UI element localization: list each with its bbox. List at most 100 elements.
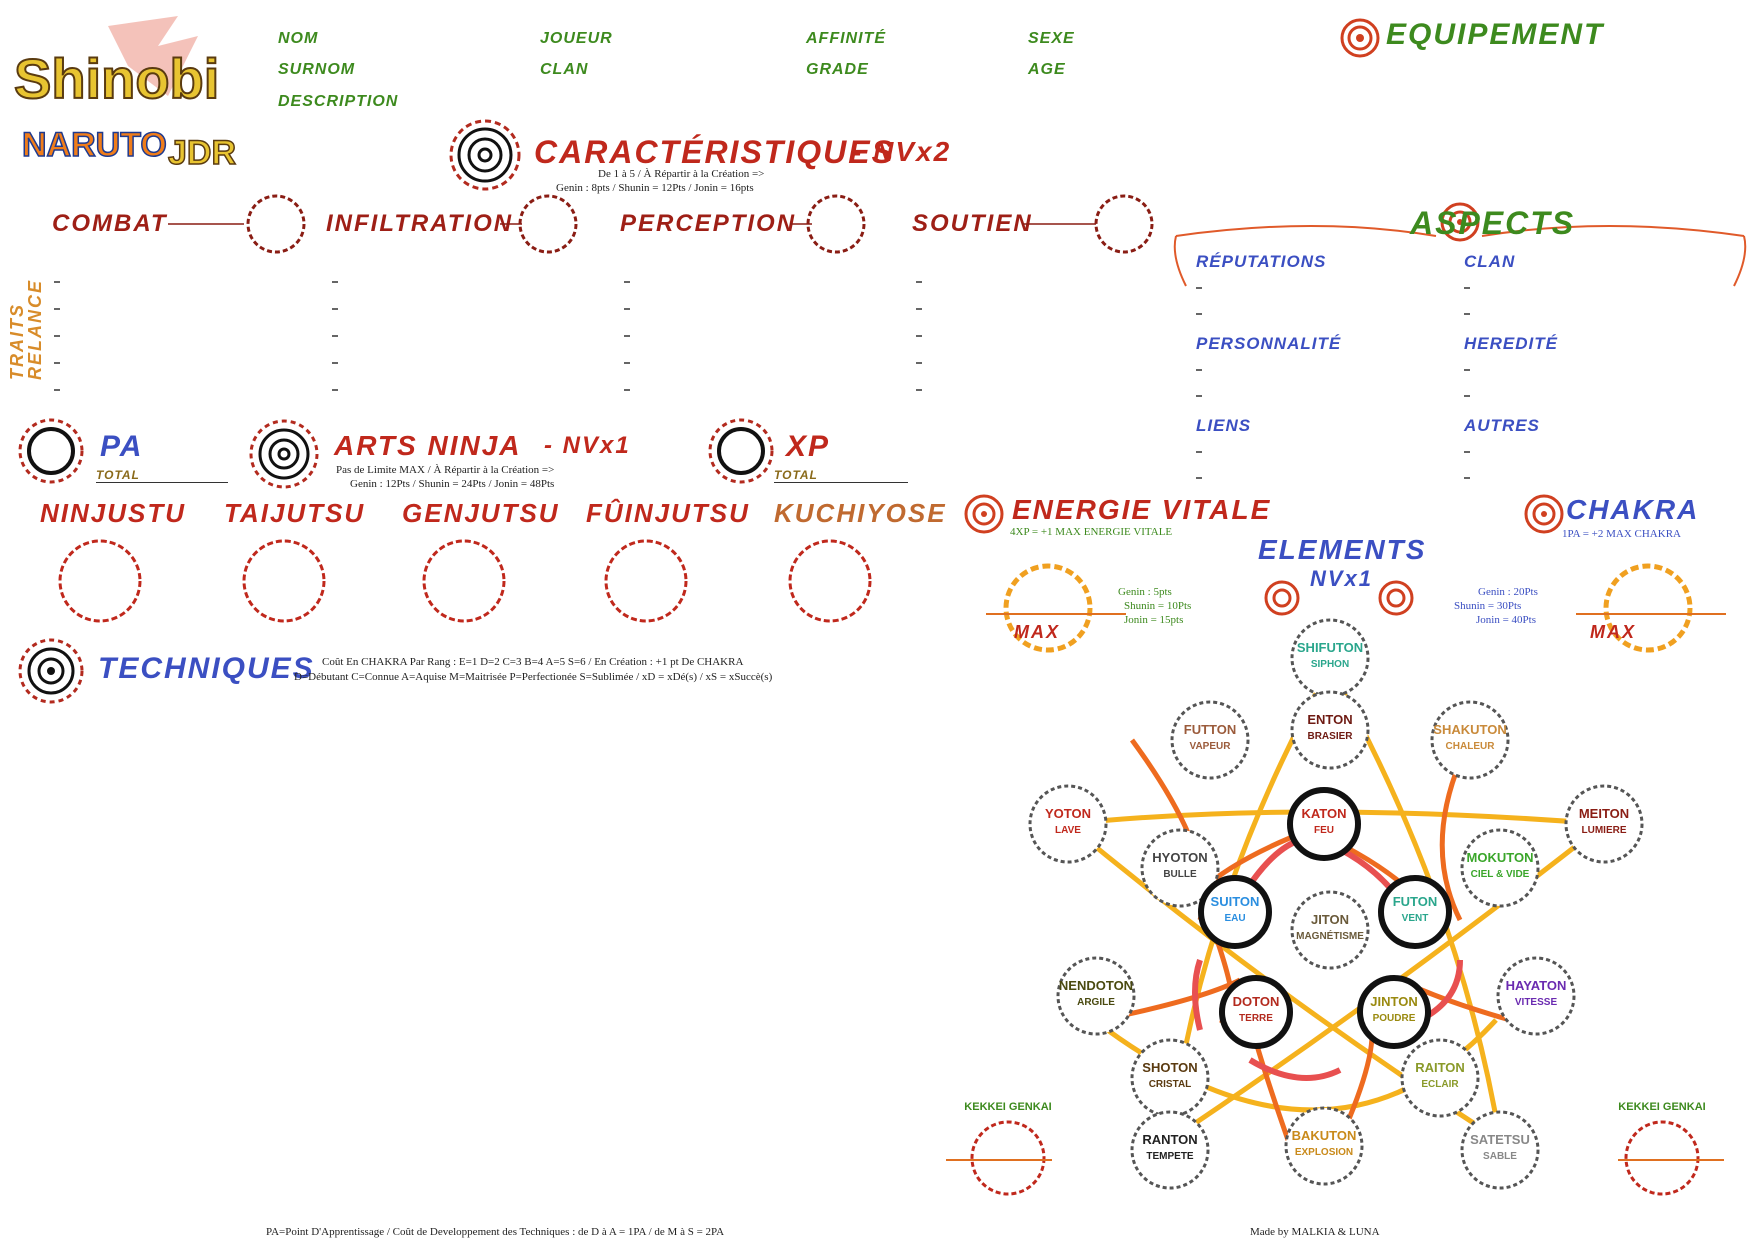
pa-total[interactable]: TOTAL [96, 468, 228, 483]
element-node-name: YOTON [1045, 806, 1091, 821]
element-node-ring [1290, 618, 1370, 698]
element-node-name: MOKUTON [1467, 850, 1534, 865]
chakra-spiral-icon [1524, 494, 1564, 534]
aspect-personnalite[interactable]: PERSONNALITÉ [1196, 334, 1342, 353]
kekkei-genkai-right[interactable]: KEKKEI GENKAI [1618, 1101, 1724, 1196]
arts-note-1: Pas de Limite MAX / À Répartir à la Créa… [336, 464, 555, 476]
element-node-meiton[interactable]: MEITON LUMIERE [1564, 784, 1644, 864]
caracteristiques-suffix: - NVx2 [852, 136, 952, 167]
field-grade[interactable]: GRADE [806, 61, 869, 78]
element-node-ring [1140, 828, 1220, 908]
pa-seal-icon [18, 418, 84, 484]
section-elements-title: ELEMENTS [1258, 534, 1427, 565]
aspect-clan[interactable]: CLAN [1464, 252, 1516, 271]
column-combat: COMBAT [52, 210, 168, 237]
field-sexe[interactable]: SEXE [1028, 30, 1075, 47]
element-node-sub: BULLE [1163, 869, 1197, 880]
section-arts-title: ARTS NINJA [334, 430, 522, 461]
xp-total[interactable]: TOTAL [774, 468, 908, 483]
logo-title: Shinobi [13, 46, 220, 111]
xp-seal-icon [708, 418, 774, 484]
section-techniques-title: TECHNIQUES [98, 652, 315, 685]
arts-note-2: Genin : 12Pts / Shunin = 24Pts / Jonin =… [350, 478, 555, 490]
art-genjutsu-label: GENJUTSU [402, 498, 560, 528]
field-joueur[interactable]: JOUEUR [540, 30, 613, 47]
aspects-frame [1173, 202, 1747, 287]
kekkei-label: KEKKEI GENKAI [1618, 1101, 1705, 1113]
element-node-ring [1170, 700, 1250, 780]
field-description[interactable]: DESCRIPTION [278, 93, 399, 110]
aspect-heredite[interactable]: HEREDITÉ [1464, 334, 1558, 353]
aspect-liens[interactable]: LIENS [1196, 416, 1252, 435]
arts-seals [58, 539, 872, 623]
element-node-ring [1460, 1110, 1540, 1190]
field-surnom[interactable]: SURNOM [278, 61, 356, 78]
element-node-ring [1564, 784, 1644, 864]
caracteristiques-note-2: Genin : 8pts / Shunin = 12Pts / Jonin = … [556, 182, 754, 194]
column-perception: PERCEPTION [620, 210, 797, 237]
energie-note: 4XP = +1 MAX ENERGIE VITALE [1010, 526, 1173, 538]
element-node-ring [1130, 1110, 1210, 1190]
element-node-name: SHOTON [1142, 1060, 1197, 1075]
techniques-seal-icon [18, 638, 84, 704]
kekkei-ring [970, 1120, 1046, 1196]
chakra-shunin: Shunin = 30Pts [1454, 600, 1522, 612]
aspect-reputations[interactable]: RÉPUTATIONS [1196, 252, 1327, 271]
aspect-autres[interactable]: AUTRES [1464, 416, 1540, 435]
element-node-ring [1198, 875, 1272, 949]
seal-spiral-icon [449, 119, 521, 191]
element-node-ring [1290, 890, 1370, 970]
element-node-shoton[interactable]: SHOTON CRISTAL [1130, 1038, 1210, 1118]
field-affinite[interactable]: AFFINITÉ [806, 30, 886, 47]
element-node-sub: LUMIERE [1582, 825, 1627, 836]
element-node-name: HAYATON [1506, 978, 1567, 993]
footer-right: Made by MALKIA & LUNA [1250, 1226, 1380, 1238]
element-node-sub: CRISTAL [1149, 1079, 1192, 1090]
element-node-sub: SIPHON [1311, 659, 1349, 670]
element-node-sub: BRASIER [1307, 731, 1353, 742]
chakra-max[interactable]: MAX [1590, 622, 1636, 642]
element-node-name: MEITON [1579, 806, 1629, 821]
element-node-name: DOTON [1233, 994, 1280, 1009]
section-equipement-title: EQUIPEMENT [1386, 18, 1605, 51]
kekkei-label: KEKKEI GENKAI [964, 1101, 1051, 1113]
element-node-ring [1287, 787, 1361, 861]
section-caracteristiques-title: CARACTÉRISTIQUES [534, 134, 895, 170]
kekkei-ring [1624, 1120, 1700, 1196]
energie-max[interactable]: MAX [1014, 622, 1060, 642]
kekkei-genkai-left[interactable]: KEKKEI GENKAI [946, 1101, 1052, 1196]
energie-spiral-icon [964, 494, 1004, 534]
element-node-name: RANTON [1142, 1132, 1197, 1147]
field-age[interactable]: AGE [1028, 61, 1066, 78]
field-clan[interactable]: CLAN [540, 61, 589, 78]
art-kuchiyose-label: KUCHIYOSE [774, 498, 947, 528]
element-node-name: BAKUTON [1292, 1128, 1357, 1143]
element-node-ring [1284, 1106, 1364, 1186]
elements-spiral-left-icon [1264, 580, 1300, 616]
field-nom[interactable]: NOM [278, 30, 319, 47]
element-node-sub: SABLE [1483, 1151, 1517, 1162]
element-node-name: FUTTON [1184, 722, 1236, 737]
element-node-name: FUTON [1393, 894, 1438, 909]
element-node-sub: ECLAIR [1421, 1079, 1459, 1090]
